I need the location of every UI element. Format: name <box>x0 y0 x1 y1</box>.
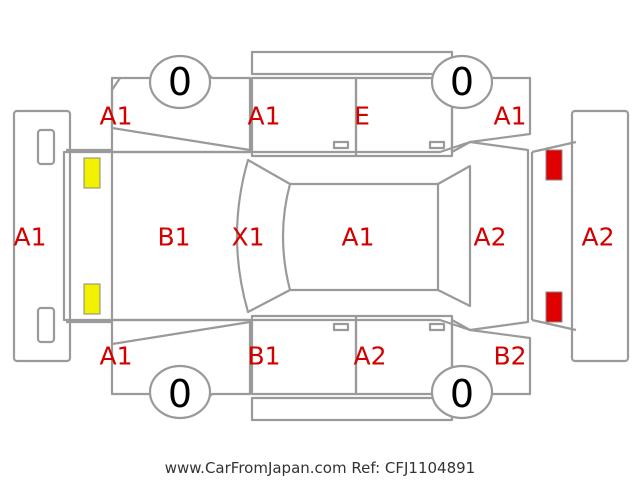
rear-bumper <box>570 109 630 363</box>
code-hood: B1 <box>157 223 190 252</box>
code-left-rear-door: E <box>354 102 370 131</box>
code-right-rear-quarter: B2 <box>493 342 526 371</box>
taillight-top <box>545 149 563 181</box>
headlight-top <box>83 157 101 189</box>
code-left-front-door: A1 <box>247 102 280 131</box>
code-windshield: X1 <box>231 223 264 252</box>
code-right-rear-door: A2 <box>353 342 386 371</box>
code-right-front-fender: A1 <box>99 342 132 371</box>
tire-front-left-value: 0 <box>168 60 192 104</box>
code-rear-window: A2 <box>473 223 506 252</box>
code-front-bumper: A1 <box>13 223 46 252</box>
tires <box>148 54 494 420</box>
front-bumper <box>12 109 72 363</box>
code-left-rear-quarter: A1 <box>493 102 526 131</box>
headlight-bottom <box>83 283 101 315</box>
footer-reference: www.CarFromJapan.com Ref: CFJ1104891 <box>165 459 475 477</box>
tire-rear-right-value: 0 <box>450 372 474 416</box>
code-right-front-door: B1 <box>247 342 280 371</box>
tire-front-right-value: 0 <box>168 372 192 416</box>
taillight-bottom <box>545 291 563 323</box>
code-left-front-fender: A1 <box>99 102 132 131</box>
code-roof: A1 <box>341 223 374 252</box>
cabin <box>235 158 472 314</box>
code-rear-bumper: A2 <box>581 223 614 252</box>
tire-rear-left-value: 0 <box>450 60 474 104</box>
